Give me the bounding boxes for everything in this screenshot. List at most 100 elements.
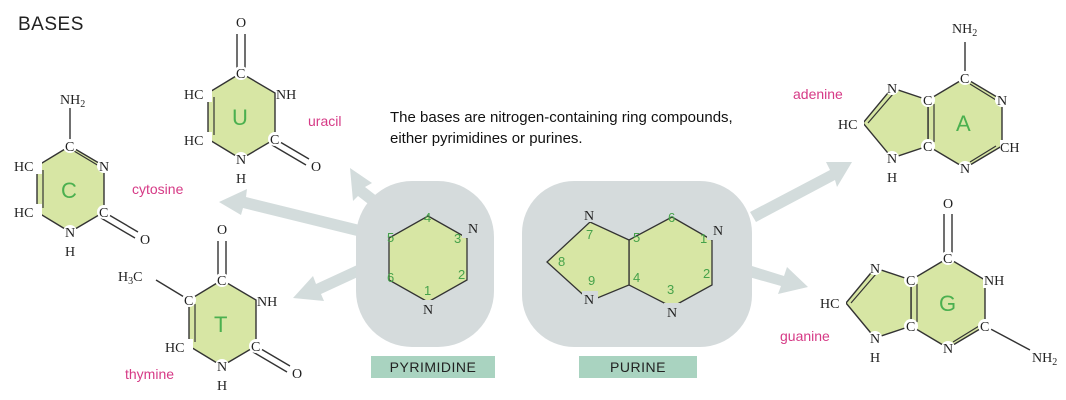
uracil-nh: NH bbox=[276, 88, 296, 103]
pyrimidine-ring: N N 4 3 2 1 6 5 bbox=[387, 210, 486, 318]
guanine-c2: C bbox=[980, 320, 989, 335]
uracil-o2: O bbox=[311, 160, 321, 175]
guanine-letter: G bbox=[939, 291, 956, 316]
thymine-nh: NH bbox=[257, 295, 277, 310]
uracil-molecule: O C NH C N H O HC HC U bbox=[182, 16, 321, 187]
guanine-o6: O bbox=[943, 197, 953, 212]
adenine-letter: A bbox=[956, 111, 971, 136]
guanine-nh: NH bbox=[984, 274, 1004, 289]
thymine-name: thymine bbox=[125, 366, 175, 382]
guanine-n9: N bbox=[870, 332, 880, 347]
thymine-o2: O bbox=[292, 367, 302, 382]
adenine-nh2: NH2 bbox=[952, 22, 977, 39]
thymine-h3c: H3C bbox=[118, 270, 142, 287]
adenine-h: H bbox=[887, 171, 897, 186]
thymine-n1: N bbox=[217, 360, 227, 375]
pyrimidine-num-5: 5 bbox=[387, 230, 394, 245]
adenine-name: adenine bbox=[793, 86, 843, 102]
purine-label: PURINE bbox=[579, 356, 697, 378]
cytosine-letter: C bbox=[61, 178, 77, 203]
purine-num-3: 3 bbox=[667, 282, 674, 297]
guanine-c4: C bbox=[906, 320, 915, 335]
pyrimidine-label: PYRIMIDINE bbox=[371, 356, 495, 378]
section-title: BASES bbox=[18, 14, 84, 35]
guanine-n7: N bbox=[870, 262, 880, 277]
uracil-c2: C bbox=[270, 133, 279, 148]
purine-num-9: 9 bbox=[588, 273, 595, 288]
cytosine-name: cytosine bbox=[132, 181, 184, 197]
adenine-c5: C bbox=[923, 94, 932, 109]
uracil-name: uracil bbox=[308, 113, 342, 129]
arrow-to-guanine bbox=[749, 266, 808, 294]
guanine-molecule: O C NH C N C C N HC N H NH2 G bbox=[818, 197, 1057, 368]
guanine-hc8: HC bbox=[820, 297, 839, 312]
guanine-n3: N bbox=[943, 342, 953, 357]
purine-num-2: 2 bbox=[703, 266, 710, 281]
pyrimidine-n3: N bbox=[468, 222, 478, 237]
thymine-c2: C bbox=[251, 340, 260, 355]
purine-num-8: 8 bbox=[558, 254, 565, 269]
uracil-o4: O bbox=[236, 16, 246, 31]
uracil-h: H bbox=[236, 172, 246, 187]
thymine-letter: T bbox=[214, 312, 227, 337]
cytosine-hc5: HC bbox=[14, 160, 33, 175]
cytosine-hc6: HC bbox=[14, 206, 33, 221]
adenine-n9: N bbox=[887, 152, 897, 167]
arrow-to-cytosine bbox=[219, 189, 368, 238]
purine-num-7: 7 bbox=[586, 227, 593, 242]
uracil-n1: N bbox=[236, 153, 246, 168]
cytosine-c4: C bbox=[65, 140, 74, 155]
guanine-nh2: NH2 bbox=[1032, 351, 1057, 368]
purine-num-6: 6 bbox=[668, 210, 675, 225]
guanine-name: guanine bbox=[780, 328, 830, 344]
adenine-ch: CH bbox=[1000, 141, 1019, 156]
cytosine-n1: N bbox=[65, 226, 75, 241]
guanine-h: H bbox=[870, 351, 880, 366]
thymine-o4: O bbox=[217, 223, 227, 238]
purine-n3: N bbox=[667, 306, 677, 321]
uracil-letter: U bbox=[232, 105, 248, 130]
cytosine-o: O bbox=[140, 233, 150, 248]
cytosine-nh2: NH2 bbox=[60, 93, 85, 110]
purine-n7: N bbox=[584, 209, 594, 224]
guanine-c6: C bbox=[943, 252, 952, 267]
adenine-n1: N bbox=[997, 94, 1007, 109]
thymine-c5: C bbox=[184, 294, 193, 309]
adenine-hc8: HC bbox=[838, 118, 857, 133]
purine-n9: N bbox=[584, 293, 594, 308]
thymine-molecule: O C NH C N H O C H3C HC T bbox=[118, 223, 302, 394]
arrow-to-thymine bbox=[293, 260, 373, 301]
guanine-five-ring bbox=[845, 267, 912, 339]
cytosine-c2: C bbox=[99, 206, 108, 221]
cytosine-h: H bbox=[65, 245, 75, 260]
pyrimidine-num-2: 2 bbox=[458, 267, 465, 282]
pyrimidine-num-4: 4 bbox=[424, 210, 431, 225]
purine-num-4: 4 bbox=[633, 270, 640, 285]
adenine-five-ring bbox=[862, 87, 929, 159]
purine-n1: N bbox=[713, 224, 723, 239]
pyrimidine-n1: N bbox=[423, 303, 433, 318]
adenine-c6: C bbox=[960, 72, 969, 87]
pyrimidine-num-3: 3 bbox=[454, 231, 461, 246]
thymine-hc6: HC bbox=[165, 341, 184, 356]
thymine-c4: C bbox=[217, 274, 226, 289]
arrow-to-adenine bbox=[750, 162, 852, 222]
adenine-n3: N bbox=[960, 162, 970, 177]
guanine-c5: C bbox=[906, 274, 915, 289]
cytosine-molecule: NH2 C N C N H HC HC O C bbox=[12, 93, 150, 260]
caption: The bases are nitrogen-containing ring c… bbox=[390, 109, 733, 147]
cytosine-n3: N bbox=[99, 160, 109, 175]
adenine-n7: N bbox=[887, 82, 897, 97]
thymine-h: H bbox=[217, 379, 227, 394]
purine-ring: N N N N 6 1 2 3 4 5 7 8 9 bbox=[546, 206, 729, 321]
uracil-hc5: HC bbox=[184, 88, 203, 103]
purine-num-1: 1 bbox=[700, 231, 707, 246]
uracil-c4: C bbox=[236, 67, 245, 82]
pyrimidine-num-6: 6 bbox=[387, 270, 394, 285]
adenine-molecule: NH2 C N CH N C C N HC N H A bbox=[836, 22, 1030, 186]
uracil-hc6: HC bbox=[184, 134, 203, 149]
adenine-c4: C bbox=[923, 140, 932, 155]
pyrimidine-num-1: 1 bbox=[424, 283, 431, 298]
purine-five-ring bbox=[546, 221, 630, 302]
